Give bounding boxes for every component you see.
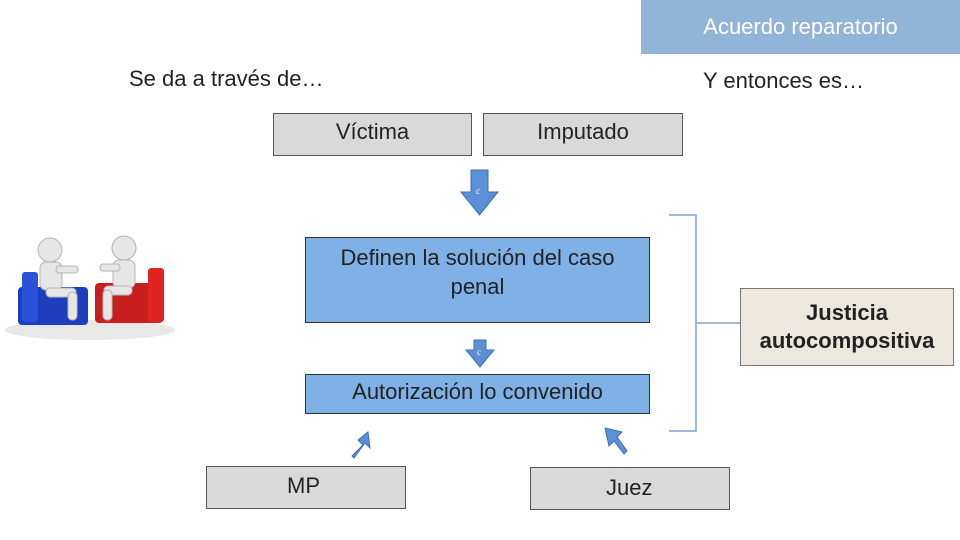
up-right-arrow-icon (351, 431, 371, 459)
definen-box: Definen la solución del caso penal (305, 237, 650, 323)
arrow-glyph: c (477, 347, 481, 357)
victima-box: Víctima (273, 113, 472, 156)
arrow-glyph: c (476, 186, 480, 196)
bracket (669, 214, 740, 432)
header-banner: Acuerdo reparatorio (641, 0, 960, 54)
autorizacion-box: Autorización lo convenido (305, 374, 650, 414)
mp-box: MP (206, 466, 406, 509)
two-people-chairs-icon (5, 235, 175, 340)
autorizacion-label: Autorización lo convenido (352, 379, 603, 404)
definen-line2: penal (450, 274, 505, 299)
justicia-line2: autocompositiva (759, 328, 935, 353)
imputado-box: Imputado (483, 113, 683, 156)
justicia-line1: Justicia (806, 300, 888, 325)
down-arrow-icon: c (464, 339, 496, 368)
juez-label: Juez (606, 475, 653, 500)
down-arrow-icon: c (459, 169, 500, 216)
juez-box: Juez (530, 467, 730, 510)
up-left-arrow-icon (604, 427, 628, 455)
left-caption: Se da a través de… (129, 66, 324, 91)
header-title: Acuerdo reparatorio (703, 14, 898, 39)
imputado-label: Imputado (537, 119, 629, 144)
right-caption: Y entonces es… (703, 68, 865, 93)
victima-label: Víctima (335, 119, 410, 144)
definen-line1: Definen la solución del caso (340, 245, 615, 270)
justicia-box: Justicia autocompositiva (740, 288, 954, 366)
mp-label: MP (287, 473, 320, 498)
